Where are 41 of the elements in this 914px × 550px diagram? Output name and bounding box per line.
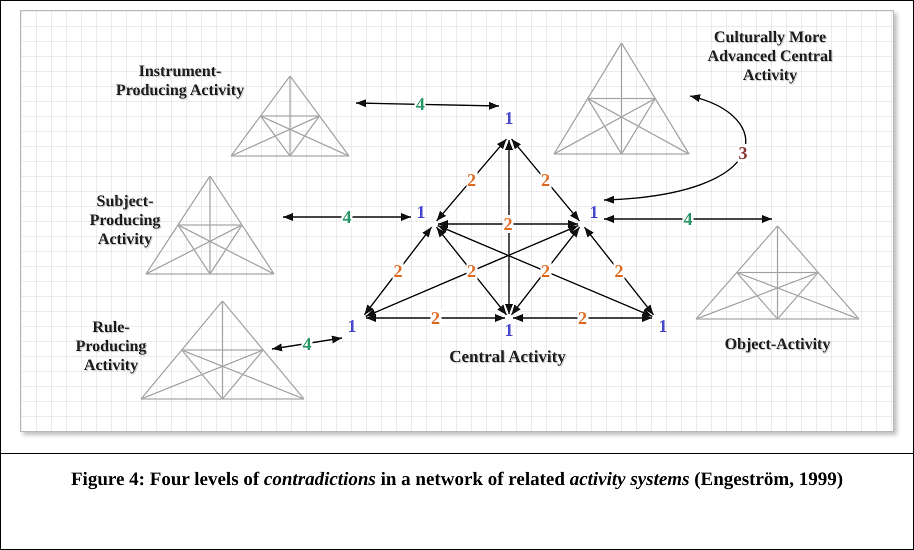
double-arrow (365, 224, 579, 318)
double-arrow (505, 140, 513, 314)
activity-label: Rule-Producing Activity (74, 318, 148, 375)
activity-label: Subject-Producing Activity (88, 192, 162, 249)
figure-caption: Figure 4: Four levels of contradictions in a network of related activity systems (Engeström, 1999) (70, 468, 844, 492)
double-arrow (511, 138, 580, 222)
double-arrow (436, 226, 508, 316)
edge-label: 2 (502, 215, 514, 233)
activity-label: Object-Activity (724, 335, 832, 354)
activity-label: Culturally More Advanced Central Activity (706, 28, 834, 85)
edge-label: 3 (738, 144, 748, 162)
double-arrow (356, 99, 500, 110)
edge-label: 2 (466, 171, 477, 189)
edge-label: 2 (392, 262, 404, 280)
edge-label: 2 (540, 262, 551, 280)
double-arrow (604, 215, 772, 223)
double-arrow (436, 138, 507, 222)
level-number: 1 (657, 316, 669, 336)
double-arrow (272, 336, 342, 352)
level-number: 1 (503, 108, 515, 128)
double-arrow (283, 213, 411, 221)
double-arrow (366, 314, 505, 322)
edge-label: 4 (302, 334, 312, 352)
level-number: 1 (415, 202, 427, 222)
level-number: 1 (588, 202, 600, 222)
level-number: 1 (346, 316, 358, 336)
activity-label: Instrument-Producing Activity (114, 62, 246, 100)
edge-label: 2 (540, 171, 551, 189)
level-number: 1 (503, 320, 515, 340)
edge-label: 2 (614, 262, 624, 280)
double-arrow (604, 95, 746, 204)
double-arrow (438, 220, 578, 228)
double-arrow (513, 314, 652, 322)
edge-label: 4 (682, 210, 694, 228)
edge-label: 2 (577, 309, 588, 327)
double-arrow (437, 224, 653, 318)
central-activity-label: Central Activity (448, 346, 567, 368)
double-arrow (584, 226, 654, 316)
edge-label: 2 (466, 262, 477, 280)
edge-label: 2 (430, 309, 441, 327)
edge-label: 4 (342, 208, 352, 226)
